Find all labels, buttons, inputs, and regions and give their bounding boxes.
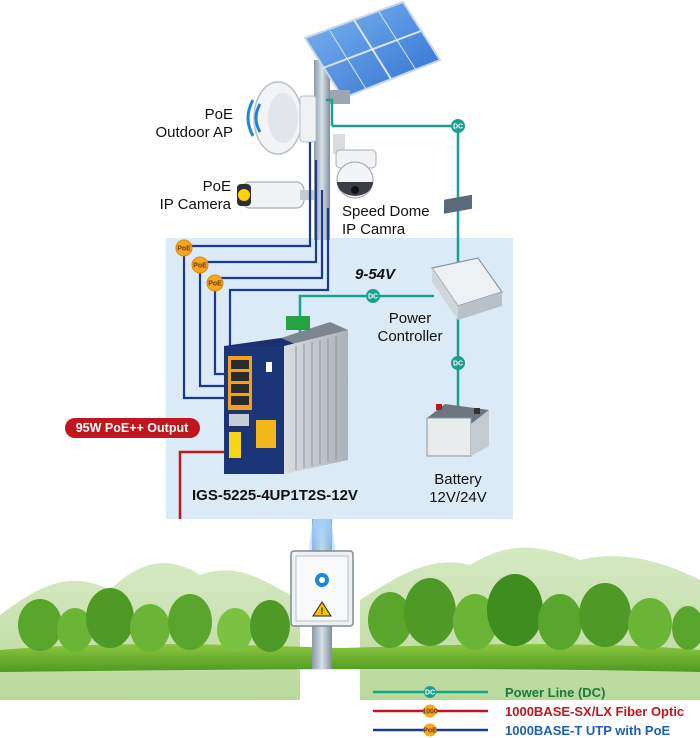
dc-badge-battery: DC [451,356,465,370]
legend-item-dc: DC Power Line (DC) [373,685,605,700]
camera-label-line1: PoE [203,178,231,195]
battery-label-line2: 12V/24V [429,489,487,506]
trees-left [18,588,290,652]
trees-right [368,574,700,650]
svg-text:PoE: PoE [177,246,191,253]
svg-text:PoE: PoE [423,728,437,735]
legend: DC Power Line (DC) 1000 1000BASE-SX/LX F… [373,685,684,738]
poe-badge-1: PoE [175,239,193,257]
ap-label-line2: Outdoor AP [155,124,233,141]
dome-label-line2: IP Camra [342,221,406,238]
ip-camera-device [237,181,314,209]
landscape [0,547,700,700]
outdoor-cabinet: ! [290,550,354,627]
fiber-line [178,450,229,519]
dc-badge-top: DC [451,119,465,133]
svg-text:DC: DC [453,124,463,131]
controller-label-line1: Power [389,310,432,327]
legend-item-fiber: 1000 1000BASE-SX/LX Fiber Optic [373,704,684,719]
poe-badge-3: PoE [206,274,224,292]
controller-label-line2: Controller [377,328,442,345]
legend-label-fiber: 1000BASE-SX/LX Fiber Optic [505,704,684,719]
svg-text:PoE: PoE [193,263,207,270]
svg-text:DC: DC [368,294,378,301]
pole-upper [314,60,330,240]
svg-text:DC: DC [453,361,463,368]
legend-item-utp: PoE 1000BASE-T UTP with PoE [373,723,671,738]
speed-dome-device [333,134,377,199]
camera-label-line2: IP Camera [160,196,232,213]
legend-label-dc: Power Line (DC) [505,685,605,700]
poe-badge-2: PoE [191,256,209,274]
svg-text:!: ! [321,606,324,616]
poe-output-text: 95W PoE++ Output [76,421,189,435]
voltage-label: 9-54V [355,266,397,283]
svg-text:1000: 1000 [422,709,438,716]
dome-label-line1: Speed Dome [342,203,430,220]
svg-text:DC: DC [425,690,435,697]
legend-label-utp: 1000BASE-T UTP with PoE [505,723,671,738]
battery-label-line1: Battery [434,471,482,488]
power-controller-device [431,194,503,320]
outdoor-ap-device [246,81,317,155]
poe-output-callout: 95W PoE++ Output [65,418,200,438]
battery-device [426,404,489,457]
svg-text:PoE: PoE [208,281,222,288]
switch-model-label: IGS-5225-4UP1T2S-12V [192,487,358,504]
solar-panel [303,0,442,104]
dc-badge-middle: DC [366,289,380,303]
industrial-switch-device [224,316,348,474]
ap-label-line1: PoE [205,106,233,123]
